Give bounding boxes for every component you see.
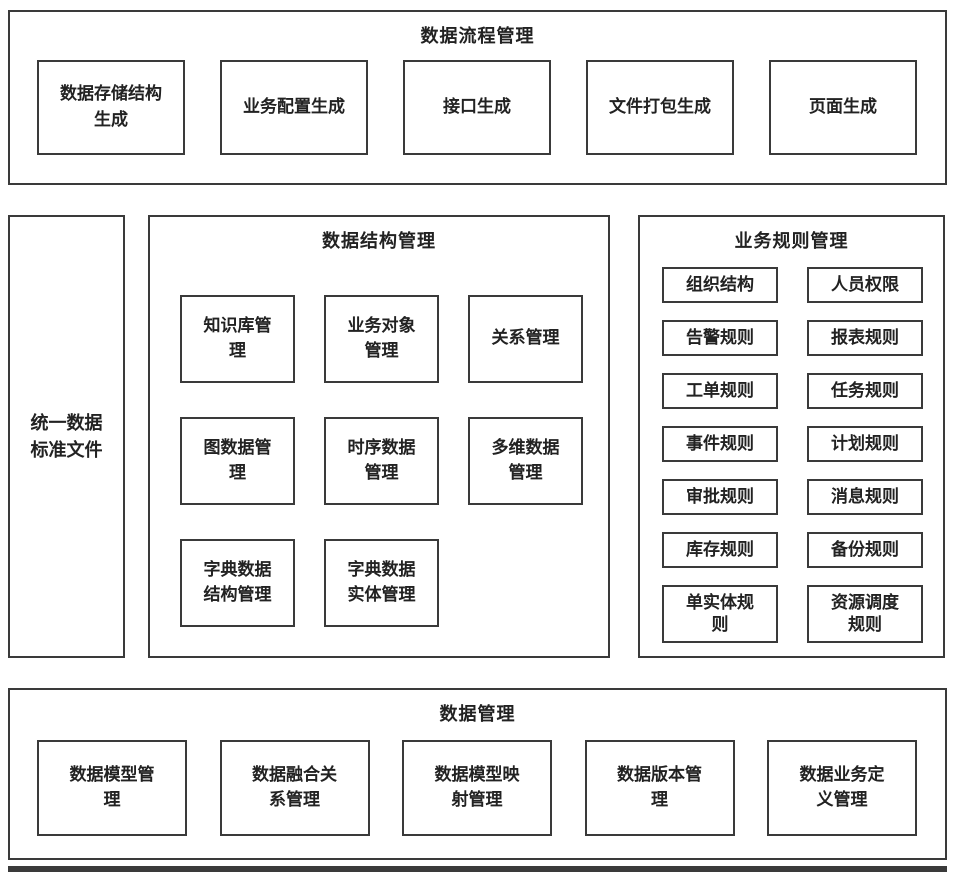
box-backup-rule: 备份规则 <box>807 532 923 568</box>
data-management-row: 数据模型管理 数据融合关系管理 数据模型映射管理 数据版本管理 数据业务定义管理 <box>10 726 945 836</box>
box-storage-structure-generation: 数据存储结构生成 <box>37 60 185 155</box>
box-data-model-mgmt: 数据模型管理 <box>37 740 187 836</box>
box-timeseries-data-mgmt: 时序数据管理 <box>324 417 439 505</box>
box-multidim-data-mgmt: 多维数据管理 <box>468 417 583 505</box>
middle-row: 统一数据标准文件 数据结构管理 知识库管理 业务对象管理 关系管理 图数据管理 … <box>8 215 947 658</box>
box-page-generation: 页面生成 <box>769 60 917 155</box>
data-management-title: 数据管理 <box>439 704 516 725</box>
box-business-config-generation: 业务配置生成 <box>220 60 368 155</box>
box-personnel-permission: 人员权限 <box>807 267 923 303</box>
box-event-rule: 事件规则 <box>662 426 778 462</box>
box-file-packaging-generation: 文件打包生成 <box>586 60 734 155</box>
box-message-rule: 消息规则 <box>807 479 923 515</box>
box-plan-rule: 计划规则 <box>807 426 923 462</box>
box-knowledge-base-mgmt: 知识库管理 <box>180 295 295 383</box>
box-interface-generation: 接口生成 <box>403 60 551 155</box>
box-graph-data-mgmt: 图数据管理 <box>180 417 295 505</box>
section-data-structure-management: 数据结构管理 知识库管理 业务对象管理 关系管理 图数据管理 时序数据管理 多维… <box>148 215 610 658</box>
unified-data-standard-label: 统一数据标准文件 <box>30 412 103 461</box>
box-task-rule: 任务规则 <box>807 373 923 409</box>
data-flow-row: 数据存储结构生成 业务配置生成 接口生成 文件打包生成 页面生成 <box>10 48 945 155</box>
box-relation-mgmt: 关系管理 <box>468 295 583 383</box>
business-rules-grid: 组织结构 人员权限 告警规则 报表规则 工单规则 任务规则 事件规则 计划规则 … <box>640 267 943 643</box>
box-business-object-mgmt: 业务对象管理 <box>324 295 439 383</box>
data-structure-grid: 知识库管理 业务对象管理 关系管理 图数据管理 时序数据管理 多维数据管理 字典… <box>150 295 608 627</box>
box-resource-scheduling-rule: 资源调度规则 <box>807 585 923 643</box>
box-workorder-rule: 工单规则 <box>662 373 778 409</box>
data-flow-title: 数据流程管理 <box>420 26 535 47</box>
box-report-rule: 报表规则 <box>807 320 923 356</box>
section-data-flow-management: 数据流程管理 数据存储结构生成 业务配置生成 接口生成 文件打包生成 页面生成 <box>8 10 947 185</box>
box-org-structure: 组织结构 <box>662 267 778 303</box>
box-approval-rule: 审批规则 <box>662 479 778 515</box>
box-single-entity-rule: 单实体规则 <box>662 585 778 643</box>
box-data-model-mapping-mgmt: 数据模型映射管理 <box>402 740 552 836</box>
section-business-rules-management: 业务规则管理 组织结构 人员权限 告警规则 报表规则 工单规则 任务规则 事件规… <box>638 215 945 658</box>
section-data-management: 数据管理 数据模型管理 数据融合关系管理 数据模型映射管理 数据版本管理 数据业… <box>8 688 947 860</box>
box-data-version-mgmt: 数据版本管理 <box>584 740 735 836</box>
cropped-bottom-edge <box>8 866 947 872</box>
box-data-business-definition-mgmt: 数据业务定义管理 <box>767 740 917 836</box>
box-alarm-rule: 告警规则 <box>662 320 778 356</box>
business-rules-title: 业务规则管理 <box>734 231 849 252</box>
data-structure-title: 数据结构管理 <box>322 231 436 252</box>
box-data-fusion-relation-mgmt: 数据融合关系管理 <box>219 740 370 836</box>
panel-unified-data-standard: 统一数据标准文件 <box>8 215 125 658</box>
box-inventory-rule: 库存规则 <box>662 532 778 568</box>
box-dict-data-structure-mgmt: 字典数据结构管理 <box>180 539 295 627</box>
box-dict-data-entity-mgmt: 字典数据实体管理 <box>324 539 439 627</box>
